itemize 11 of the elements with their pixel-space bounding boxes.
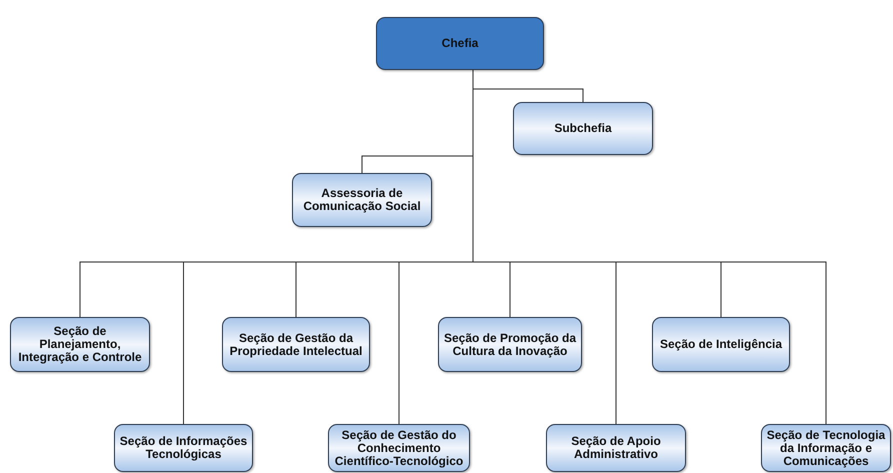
org-unit-box: Seção de Apoio Administrativo bbox=[546, 424, 686, 472]
org-unit-box: Seção de Planejamento, Integração e Controle bbox=[10, 317, 150, 372]
org-unit-box: Seção de Tecnologia da Informação e Comunicações bbox=[761, 424, 891, 472]
org-unit-box: Seção de Inteligência bbox=[652, 317, 790, 372]
org-unit-box: Seção de Gestão do Conhecimento Científico-Tecnológico bbox=[328, 424, 470, 472]
org-unit-box: Seção de Gestão da Propriedade Intelectual bbox=[222, 317, 370, 372]
org-unit-box: Assessoria de Comunicação Social bbox=[292, 173, 432, 227]
org-unit-box: Seção de Promoção da Cultura da Inovação bbox=[438, 317, 582, 372]
org-unit-box: Seção de Informações Tecnológicas bbox=[114, 424, 253, 472]
org-unit-box: Subchefia bbox=[513, 102, 653, 155]
org-unit-box: Chefia bbox=[376, 17, 544, 70]
